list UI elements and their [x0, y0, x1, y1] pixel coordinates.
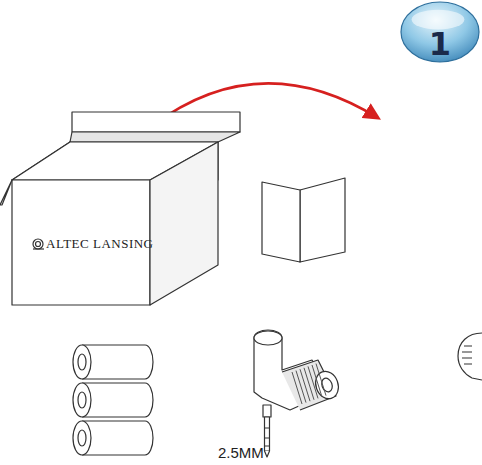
earphone-partial — [458, 333, 482, 380]
adapter-grip — [292, 364, 326, 404]
grip-line — [304, 368, 314, 400]
grip-line — [292, 372, 302, 404]
step-badge: 1 — [400, 1, 480, 63]
aaa-batteries — [73, 345, 153, 455]
brand-logo: ALTEC LANSING — [46, 236, 154, 252]
audio-adapter — [254, 330, 342, 457]
user-guide-booklet — [262, 178, 345, 262]
grip-line — [312, 365, 322, 397]
product-box — [0, 112, 240, 305]
step-number: 1 — [429, 25, 451, 63]
grip-line — [300, 369, 310, 401]
plug-size-label: 2.5MM — [218, 444, 264, 461]
grip-line — [316, 364, 326, 396]
logo-symbol — [33, 239, 44, 249]
grip-line — [296, 371, 306, 403]
grip-line — [308, 366, 318, 398]
